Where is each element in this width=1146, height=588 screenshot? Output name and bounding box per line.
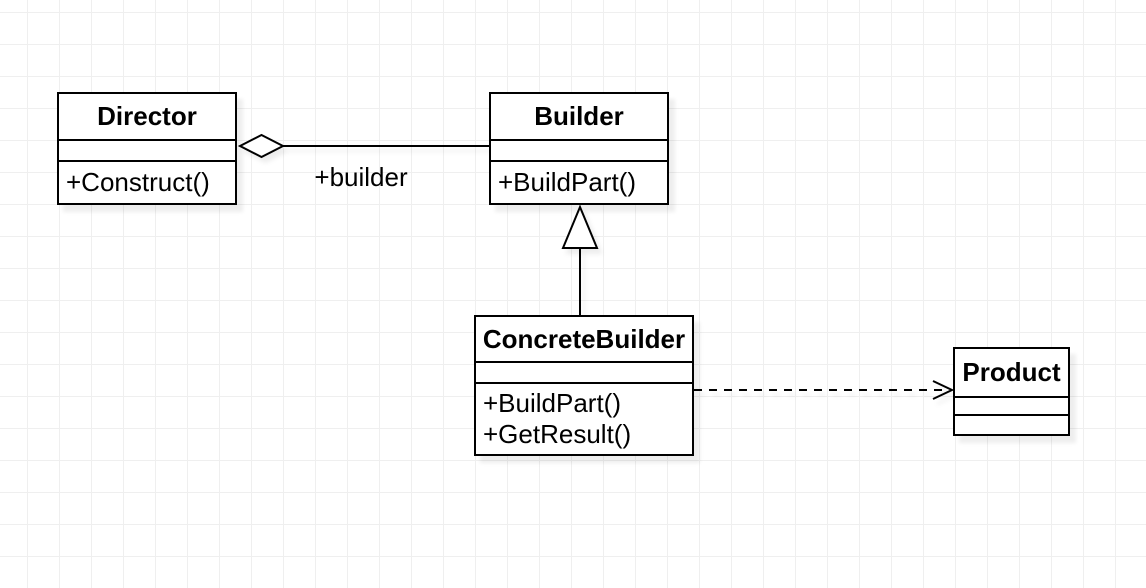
aggregation-edge[interactable] [237, 133, 489, 159]
dependency-open-arrowhead[interactable] [932, 380, 955, 400]
class-attributes-section [59, 141, 235, 162]
class-box-builder[interactable]: Builder +BuildPart() [489, 92, 669, 205]
class-methods-section [955, 416, 1068, 434]
generalization-edge[interactable] [561, 204, 599, 315]
method-label: +BuildPart() [498, 167, 636, 197]
aggregation-edge-label[interactable]: +builder [314, 162, 408, 192]
class-attributes-section [955, 398, 1068, 416]
dependency-edge[interactable] [694, 380, 955, 400]
class-attributes-section [476, 363, 692, 384]
generalization-triangle[interactable] [561, 204, 599, 249]
class-attributes-section [491, 141, 667, 162]
class-box-director[interactable]: Director +Construct() [57, 92, 237, 205]
method-label: +GetResult() [483, 419, 632, 449]
class-title: Product [955, 349, 1068, 398]
class-title: Director [59, 94, 235, 141]
class-methods-section: +Construct() [59, 162, 235, 203]
class-box-product[interactable]: Product [953, 347, 1070, 436]
class-box-concretebuilder[interactable]: ConcreteBuilder +BuildPart() +GetResult(… [474, 315, 694, 456]
class-methods-section: +BuildPart() [491, 162, 667, 203]
class-title: Builder [491, 94, 667, 141]
class-methods-section: +BuildPart() +GetResult() [476, 384, 692, 454]
class-title: ConcreteBuilder [476, 317, 692, 363]
aggregation-diamond[interactable] [237, 133, 286, 159]
method-label: +Construct() [66, 167, 210, 197]
method-label: +BuildPart() [483, 388, 621, 418]
